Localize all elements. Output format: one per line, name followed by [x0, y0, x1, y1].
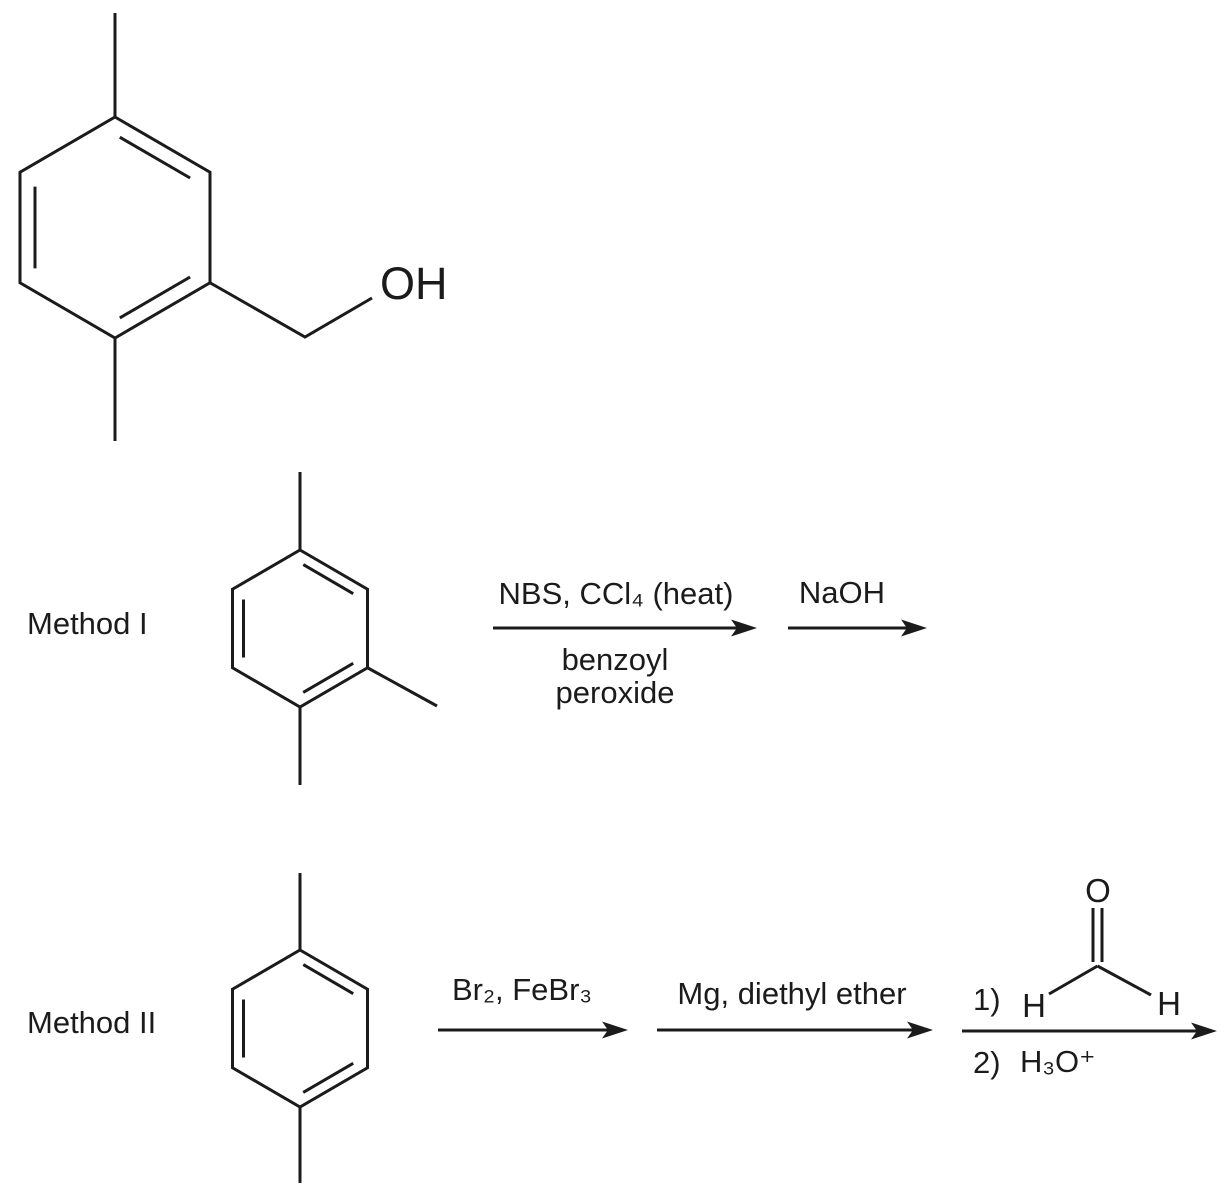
method2-step1-arrow — [438, 1021, 628, 1039]
method1-step2-arrow — [788, 619, 927, 637]
method2-step3-item2-number: 2) — [973, 1045, 1001, 1080]
double-bond-bottom-right — [302, 1062, 354, 1094]
double-bond-top-right — [302, 563, 354, 595]
method2-starting-material-structure — [231, 873, 369, 1183]
benzene-ring — [18, 115, 212, 340]
hydroxymethyl-bonds — [209, 281, 373, 339]
carbon-hydrogen-bond-right — [1096, 964, 1152, 997]
benzene-ring — [231, 948, 369, 1109]
hydroxyl-label: OH — [380, 258, 448, 309]
arrow-head — [907, 1021, 933, 1039]
benzene-ring — [231, 548, 369, 709]
method2-step1-reagent-above: Br₂, FeBr₃ — [452, 972, 592, 1007]
method2-step2-arrow — [657, 1021, 933, 1039]
double-bond-bottom-right — [302, 662, 354, 694]
method2-step3-item1-number: 1) — [973, 982, 1001, 1017]
methyl-bond-lower-right — [366, 666, 438, 708]
method2-step3-item2-reagent: H₃O⁺ — [1020, 1044, 1096, 1079]
method1-starting-material-structure — [231, 472, 438, 785]
method2-label: Method II — [27, 1005, 156, 1040]
double-bond-bottom-right — [119, 275, 191, 320]
carbon-hydrogen-bond-left — [1048, 964, 1099, 996]
method1-step1-arrow — [493, 619, 757, 637]
double-bond-top-right — [302, 963, 354, 995]
method1-step2-reagent-above: NaOH — [799, 575, 885, 610]
arrow-head — [731, 619, 757, 637]
method2-step2-reagent-above: Mg, diethyl ether — [677, 976, 906, 1011]
method1-step1-reagent-below-line2: peroxide — [556, 675, 675, 710]
arrow-head — [1191, 1022, 1217, 1040]
hydrogen-right-label: H — [1157, 985, 1181, 1022]
arrow-head — [602, 1021, 628, 1039]
formaldehyde-structure: O H H — [1022, 872, 1181, 1024]
method2-step3-arrow — [962, 1022, 1217, 1040]
method1-label: Method I — [27, 606, 148, 641]
hydrogen-left-label: H — [1022, 987, 1046, 1024]
method1-step1-reagent-below-line1: benzoyl — [562, 642, 669, 677]
double-bond-top-right — [119, 135, 191, 180]
product-structure: OH — [18, 13, 448, 441]
oxygen-label: O — [1085, 872, 1111, 909]
method1-step1-reagent-above: NBS, CCl₄ (heat) — [499, 576, 734, 611]
arrow-head — [901, 619, 927, 637]
